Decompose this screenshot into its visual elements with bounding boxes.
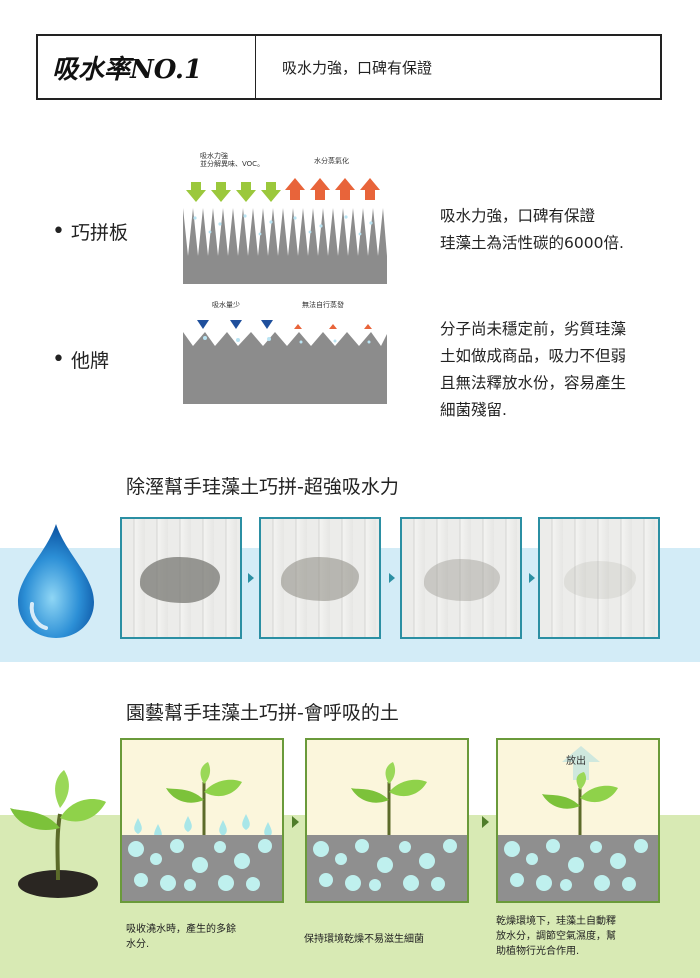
- plant-icon: [351, 762, 427, 842]
- soil-layer: [307, 835, 467, 901]
- wood-panel-4: [538, 517, 660, 639]
- soil-layer: [498, 835, 658, 901]
- section-title-water: 除溼幫手珪藻土巧拼-超強吸水力: [126, 476, 399, 498]
- ours-text-line: 吸水力強，口碑有保證: [440, 207, 596, 225]
- release-label: 放出: [566, 756, 586, 767]
- ours-text-line: 珪藻土為活性碳的6000倍.: [440, 234, 624, 252]
- water-droplet-icons: [134, 814, 272, 840]
- other-text-line: 土如做成商品，吸力不但弱: [440, 347, 627, 365]
- other-text-line: 細菌殘留.: [440, 401, 507, 419]
- blue-drop-icons: [197, 320, 273, 329]
- down-arrow-icons: [186, 182, 281, 202]
- water-stain: [140, 557, 220, 603]
- water-stain: [281, 557, 359, 601]
- garden-caption-3: 乾燥環境下，珪藻土自動釋 放水分，調節空氣濕度，幫 助植物行光合作用.: [496, 916, 616, 957]
- water-stain: [424, 559, 500, 601]
- arrow-right-icon: [389, 573, 395, 583]
- wood-panel-3: [400, 517, 522, 639]
- garden-panel-release: 放出: [496, 738, 660, 903]
- other-description: 分子尚未穩定前，劣質珪藻 土如做成商品，吸力不但弱 且無法釋放水份，容易產生 細…: [440, 316, 626, 424]
- up-arrow-icons: [285, 178, 380, 200]
- other-diagram: [183, 320, 387, 404]
- label-other: 他牌: [70, 350, 109, 372]
- ours-diagram: [183, 178, 387, 284]
- ours-description: 吸水力強，口碑有保證 珪藻土為活性碳的6000倍.: [440, 203, 624, 257]
- wood-panel-1: [120, 517, 242, 639]
- garden-panel-dry: [305, 738, 469, 903]
- water-drop-icon: [18, 524, 94, 638]
- section-title-garden: 園藝幫手珪藻土巧拼-會呼吸的土: [126, 702, 399, 724]
- small-up-arrow-icons: [294, 324, 372, 329]
- caption-low-absorb: 吸水量少: [212, 301, 240, 309]
- bullet-icon: •: [52, 219, 65, 244]
- caption-no-evaporate: 無法自行蒸發: [302, 301, 344, 309]
- header-subtitle: 吸水力強，口碑有保證: [282, 58, 433, 77]
- other-text-line: 分子尚未穩定前，劣質珪藻: [440, 320, 627, 338]
- arrow-right-icon: [529, 573, 535, 583]
- arrow-right-icon: [482, 816, 489, 828]
- release-arrow-icon: [562, 746, 600, 780]
- other-text-line: 且無法釋放水份，容易產生: [440, 374, 627, 392]
- plant-icon: [166, 762, 242, 842]
- caption-evaporate: 水分蒸氣化: [314, 157, 349, 165]
- caption-absorb-voc: 吸水力強 並分解異味、VOC。: [200, 152, 265, 168]
- wood-panel-2: [259, 517, 381, 639]
- sapling-icon: [10, 770, 106, 898]
- bullet-icon: •: [52, 347, 65, 372]
- garden-caption-2: 保持環境乾燥不易滋生細菌: [304, 934, 424, 945]
- header-title: 吸水率NO.1: [38, 36, 256, 98]
- label-ours: 巧拼板: [70, 222, 128, 244]
- plant-icon: [542, 772, 618, 842]
- soil-layer: [122, 835, 282, 901]
- garden-caption-1: 吸收澆水時，產生的多餘 水分.: [126, 924, 236, 950]
- row-label-other: • 他牌: [52, 346, 109, 373]
- garden-panel-absorb: [120, 738, 284, 903]
- row-label-ours: • 巧拼板: [52, 218, 128, 245]
- arrow-right-icon: [292, 816, 299, 828]
- water-stain: [564, 561, 636, 599]
- header-box: 吸水率NO.1 吸水力強，口碑有保證: [36, 34, 662, 100]
- arrow-right-icon: [248, 573, 254, 583]
